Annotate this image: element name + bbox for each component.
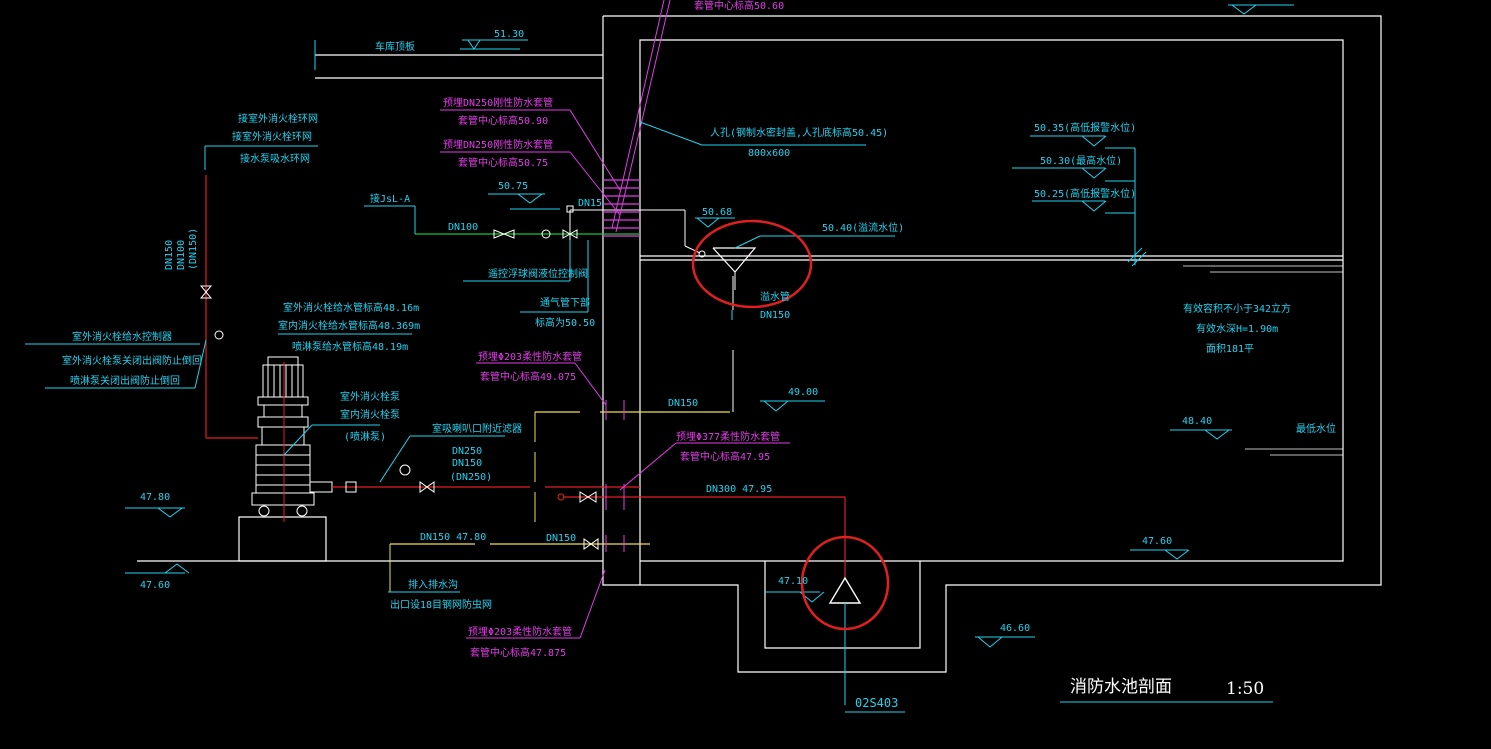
- label-sleeve2-b: 套管中心标高50.75: [458, 156, 548, 169]
- label-sleeve4-a: 预埋Φ377柔性防水套管: [676, 430, 780, 443]
- label-pump-ctl-b: 室外消火栓泵关闭出阀防止倒回: [62, 354, 202, 367]
- label-sleeve3-a: 预埋Φ203柔性防水套管: [478, 350, 582, 363]
- label-sleeve3-b: 套管中心标高49.075: [480, 370, 576, 383]
- label-sleeve5-b: 套管中心标高47.875: [470, 646, 566, 659]
- pump-unit: [251, 356, 333, 517]
- label-pump-c: (喷淋泵): [344, 430, 386, 443]
- label-dn150-b: DN150: [452, 458, 482, 469]
- label-drain-b: 出口设18目钢网防虫网: [390, 598, 492, 611]
- level-5040: 50.40(溢流水位): [822, 221, 904, 234]
- label-pump-a: 室外消火栓泵: [340, 390, 400, 403]
- label-pump-elev-c: 喷淋泵给水管标高48.19m: [292, 340, 408, 353]
- label-overflow-a: 溢水管: [760, 290, 790, 303]
- level-5030: 50.30(最高水位): [1040, 154, 1122, 167]
- drawing-title: 消防水池剖面: [1070, 677, 1172, 697]
- level-4900: 49.00: [788, 387, 818, 398]
- pipes: [199, 175, 862, 705]
- label-dn15: DN15: [578, 198, 602, 209]
- label-sleeve4-b: 套管中心标高47.95: [680, 450, 770, 463]
- label-outdoor-b: 接室外消火栓环网: [232, 130, 312, 143]
- label-roof-slab: 车库顶板: [375, 40, 415, 53]
- label-overflow-b: DN150: [760, 310, 790, 321]
- level-4840: 48.40: [1182, 416, 1212, 427]
- label-dn150-low2: DN150: [546, 533, 576, 544]
- label-lowest-water: 最低水位: [1296, 422, 1336, 435]
- label-dn250: DN250: [452, 446, 482, 457]
- label-standard: 02S403: [855, 696, 898, 710]
- level-4660: 46.60: [1000, 623, 1030, 634]
- elevation-markers: [125, 4, 1294, 648]
- label-outdoor-a: 接室外消火栓环网: [238, 112, 318, 125]
- label-sleeve2-a: 预埋DN250刚性防水套管: [443, 138, 553, 151]
- label-dn100: DN100: [448, 222, 478, 233]
- label-outdoor-c: 接水泵吸水环网: [240, 152, 310, 165]
- label-supply: 接JsL-A: [370, 192, 410, 205]
- label-pump-elev-b: 室内消火栓给水管标高48.369m: [278, 319, 420, 332]
- label-float-valve: 遥控浮球阀液位控制阀: [488, 267, 588, 280]
- label-vent-a: 通气管下部: [540, 296, 590, 309]
- level-5035: 50.35(高低报警水位): [1034, 121, 1136, 134]
- label-dn150-mid: DN150: [668, 398, 698, 409]
- level-4760-left: 47.60: [140, 580, 170, 591]
- label-pump-elev-a: 室外消火栓给水管标高48.16m: [283, 301, 419, 314]
- sleeve-leaders: [440, 0, 790, 639]
- label-capacity-a: 有效容积不小于342立方: [1183, 302, 1291, 315]
- level-roof: 51.30: [494, 29, 524, 40]
- label-pump-b: 室内消火栓泵: [340, 408, 400, 421]
- label-drain-a: 排入排水沟: [408, 578, 458, 591]
- level-4780: 47.80: [140, 492, 170, 503]
- level-4710: 47.10: [778, 576, 808, 587]
- label-sleeve1-b: 套管中心标高50.90: [458, 114, 548, 127]
- label-pump-ctl-c: 喷淋泵关闭出阀防止倒回: [70, 374, 180, 387]
- level-4760-right: 47.60: [1142, 536, 1172, 547]
- level-5025: 50.25(高低报警水位): [1034, 187, 1136, 200]
- level-5068: 50.68: [702, 207, 732, 218]
- label-dn-vert-b: DN100: [176, 240, 187, 270]
- label-capacity-c: 面积181平: [1206, 343, 1254, 355]
- label-dn-vert-a: DN150: [164, 240, 175, 270]
- label-pump-ctl-a: 室外消火栓给水控制器: [72, 330, 172, 343]
- label-dn250-c: (DN250): [450, 472, 492, 483]
- label-manhole-a: 人孔(钢制水密封盖,人孔底标高50.45): [710, 126, 888, 139]
- drawing-scale: 1:50: [1226, 679, 1264, 699]
- label-sleeve5-a: 预埋Φ203柔性防水套管: [468, 625, 572, 638]
- label-sleeve-top: 套管中心标高50.60: [694, 0, 784, 12]
- label-vent-b: 标高为50.50: [535, 316, 595, 329]
- label-sleeve1-a: 预埋DN250刚性防水套管: [443, 96, 553, 109]
- level-5075: 50.75: [498, 181, 528, 192]
- label-dn300: DN300 47.95: [706, 484, 772, 495]
- label-capacity-b: 有效水深H=1.90m: [1196, 322, 1278, 335]
- tank-structure: [137, 15, 1382, 673]
- highlight-circle-suction: [800, 535, 890, 631]
- highlight-circle-overflow: [691, 219, 813, 309]
- label-dn-vert-c: (DN150): [188, 228, 199, 270]
- label-suction-filter: 室吸喇叭口附近滤器: [432, 422, 522, 435]
- label-dn150-low: DN150 47.80: [420, 532, 486, 543]
- label-manhole-b: 800x600: [748, 148, 790, 159]
